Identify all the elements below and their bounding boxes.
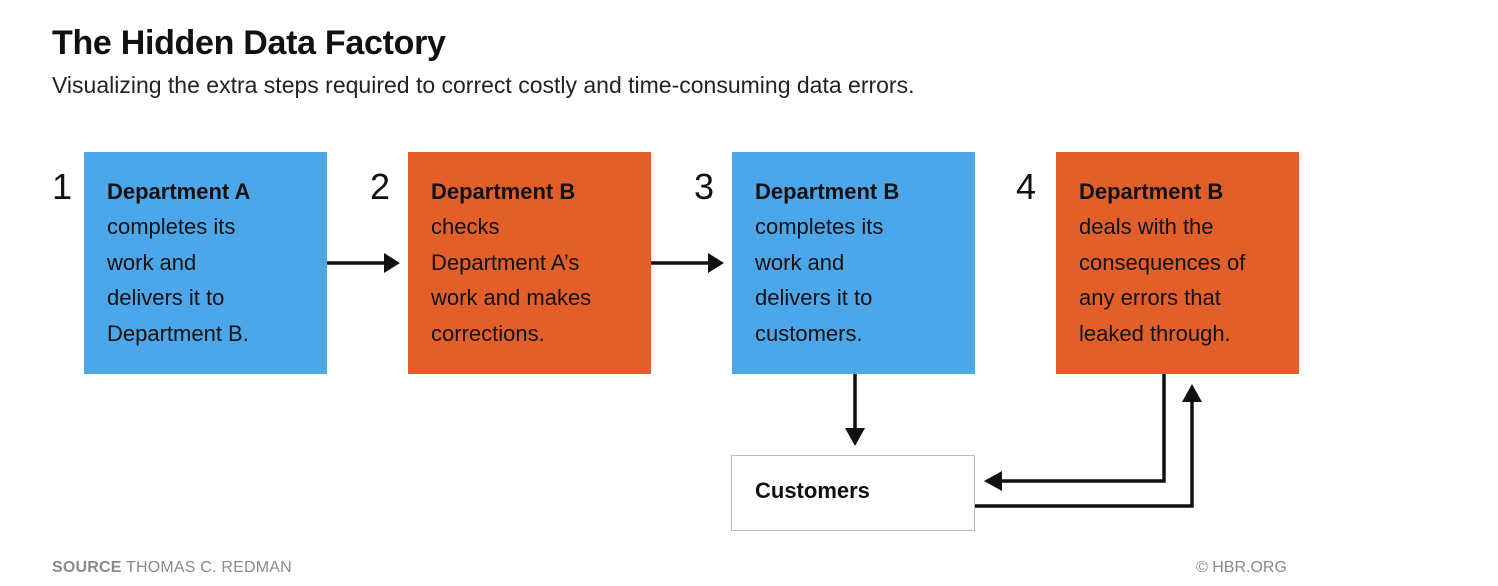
arrow-customers-to-step4 (975, 398, 1194, 508)
arrow-step2-to-step3-head (708, 253, 724, 273)
source-label: SOURCE (52, 559, 122, 576)
arrow-step4-to-customers (998, 374, 1166, 483)
page-subtitle: Visualizing the extra steps required to … (52, 72, 915, 98)
arrow-step4-to-customers-head (984, 471, 1002, 491)
step-3-department: Department B (755, 179, 900, 204)
customers-box: Customers (731, 455, 975, 531)
copyright-notice: © HBR.ORG (1196, 559, 1287, 576)
step-1-number: 1 (52, 166, 73, 207)
step-1-department: Department A (107, 179, 251, 204)
step-4-number: 4 (1016, 166, 1037, 207)
step-4-box: Department B deals with the consequences… (1056, 152, 1299, 374)
step-4-text: deals with the consequences of any error… (1079, 214, 1246, 346)
step-2-number: 2 (370, 166, 391, 207)
step-2-box: Department B checks Department A’s work … (408, 152, 651, 374)
step-3-number: 3 (694, 166, 715, 207)
arrow-step3-to-customers-head (845, 428, 865, 446)
page-title: The Hidden Data Factory (52, 24, 446, 62)
arrow-step1-to-step2-head (384, 253, 400, 273)
arrow-customers-to-step4-head (1182, 384, 1202, 402)
step-3-box: Department B completes its work and deli… (732, 152, 975, 374)
step-2-department: Department B (431, 179, 576, 204)
source-name: THOMAS C. REDMAN (126, 559, 292, 576)
step-2-text: checks Department A’s work and makes cor… (431, 214, 592, 346)
step-1-box: Department A completes its work and deli… (84, 152, 327, 374)
step-3-text: completes its work and delivers it to cu… (755, 214, 884, 346)
source-credit: SOURCE THOMAS C. REDMAN (52, 559, 292, 577)
step-1-text: completes its work and delivers it to De… (107, 214, 249, 346)
step-4-department: Department B (1079, 179, 1224, 204)
